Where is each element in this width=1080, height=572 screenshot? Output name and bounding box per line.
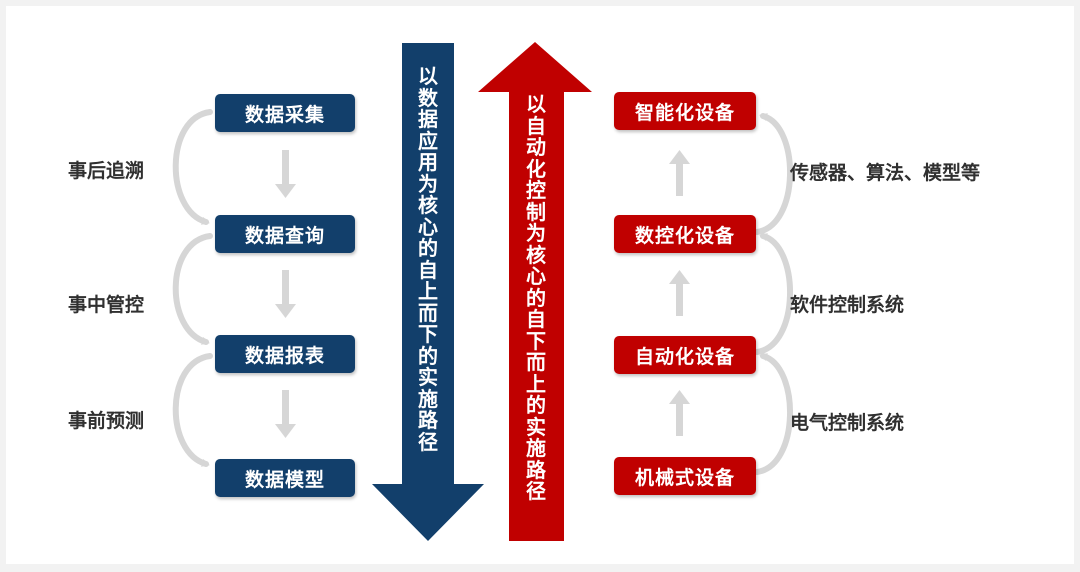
up-arrow-text: 以自动化控制为核心的自下而上的实施路径 — [526, 92, 546, 503]
box-data-report: 数据报表 — [215, 335, 355, 373]
left-curved-connectors — [172, 109, 213, 467]
up-arrow-shape — [478, 42, 592, 541]
box-cnc-equipment: 数控化设备 — [614, 215, 756, 253]
box-data-collection: 数据采集 — [215, 94, 355, 132]
down-arrow-shape — [372, 43, 484, 541]
box-mechanical-equipment: 机械式设备 — [614, 457, 756, 495]
right-step-arrows — [669, 150, 690, 436]
label-post-trace: 事后追溯 — [68, 160, 145, 182]
label-software-control-system: 软件控制系统 — [790, 294, 905, 316]
label-pre-forecast: 事前预测 — [68, 410, 145, 432]
label-sensors-algorithms-models: 传感器、算法、模型等 — [790, 162, 981, 184]
left-step-arrows — [275, 150, 296, 438]
box-data-model: 数据模型 — [215, 459, 355, 497]
down-arrow-text: 以数据应用为核心的自上而下的实施路径 — [418, 64, 438, 454]
box-intelligent-equipment: 智能化设备 — [614, 92, 756, 130]
box-data-query: 数据查询 — [215, 215, 355, 253]
box-automated-equipment: 自动化设备 — [614, 336, 756, 374]
right-curved-connectors — [754, 113, 793, 475]
label-electrical-control-system: 电气控制系统 — [790, 412, 905, 434]
label-in-process-control: 事中管控 — [68, 294, 145, 316]
